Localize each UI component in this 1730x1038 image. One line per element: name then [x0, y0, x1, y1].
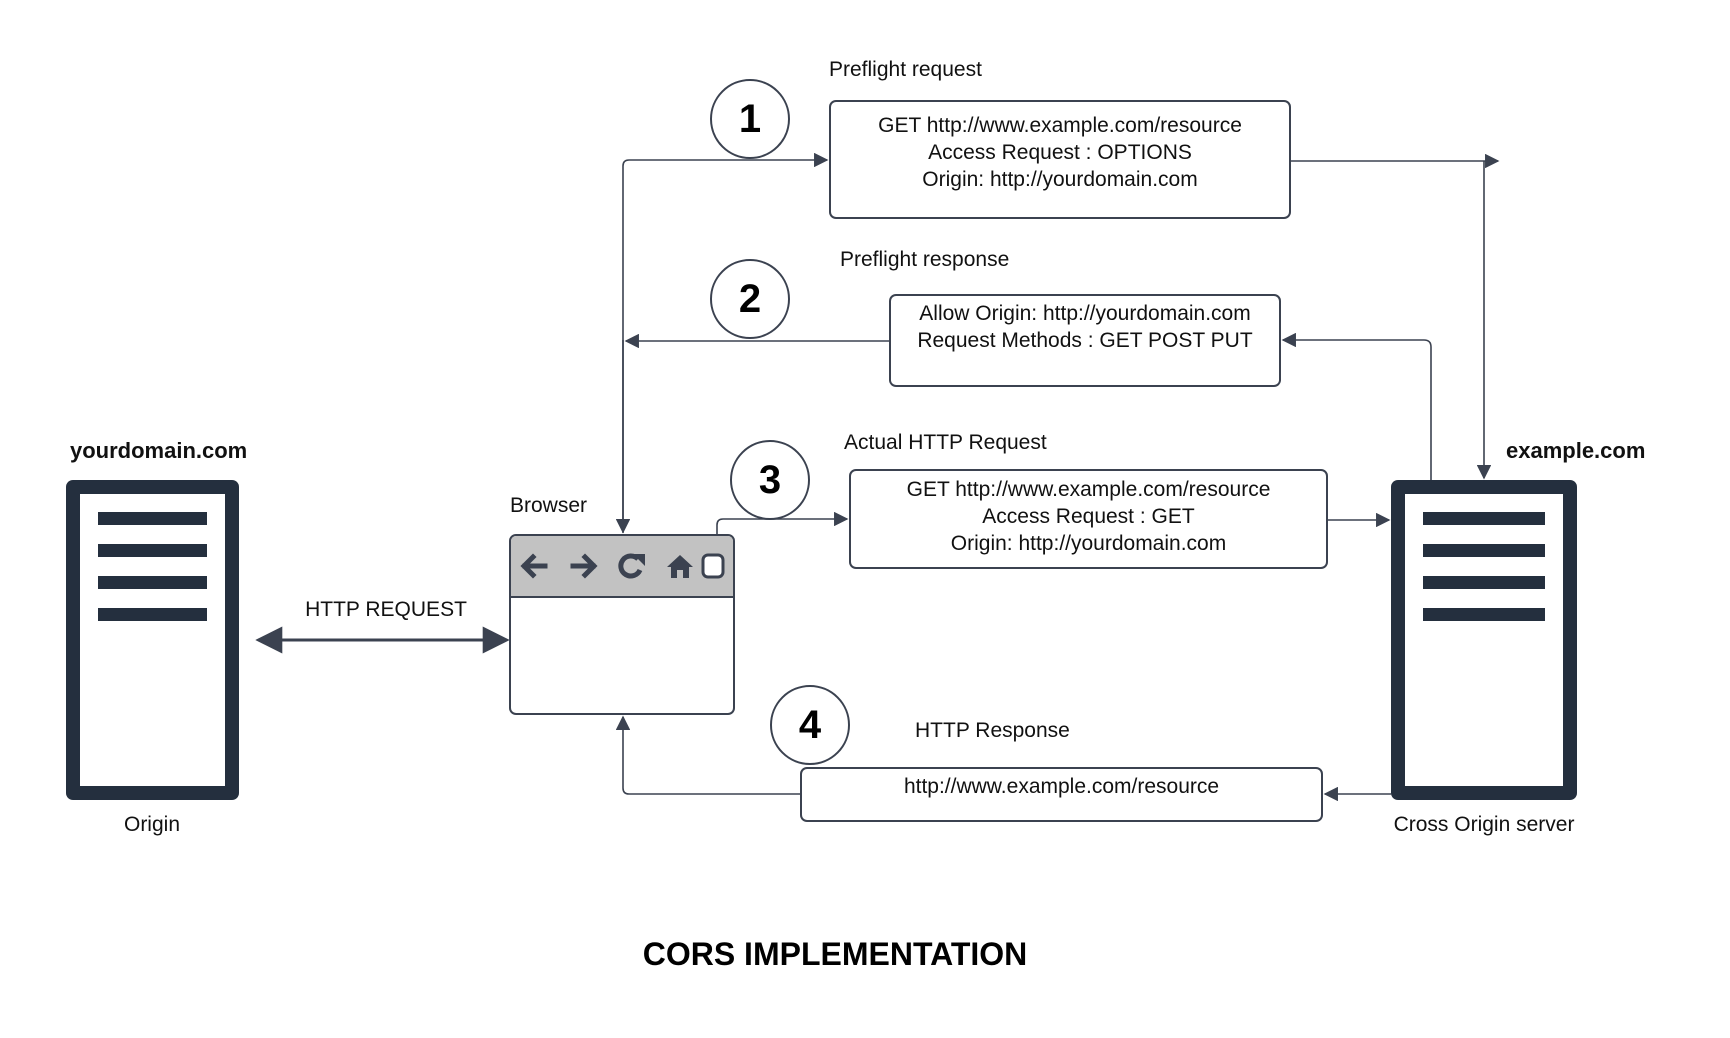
home-icon	[667, 555, 693, 578]
step-1-badge: 1	[710, 79, 790, 159]
http-response-line: http://www.example.com/resource	[903, 775, 1220, 798]
origin-server-icon	[66, 480, 239, 800]
preflight-request-box: GET http://www.example.com/resource Acce…	[829, 100, 1291, 219]
http-response-box: http://www.example.com/resource	[800, 767, 1323, 822]
http-response-arrow	[615, 715, 801, 795]
browser-window	[509, 534, 735, 715]
actual-request-arrow	[716, 511, 849, 534]
step-2-badge: 2	[710, 259, 790, 339]
step-3-heading: Actual HTTP Request	[844, 431, 1047, 454]
cross-origin-domain-label: example.com	[1506, 438, 1646, 463]
origin-domain-label: yourdomain.com	[70, 438, 248, 463]
step-3-badge: 3	[730, 440, 810, 520]
browser-toolbar	[511, 536, 733, 598]
origin-label: Origin	[123, 813, 181, 836]
back-arrow-icon	[520, 553, 548, 579]
preflight-request-line: Access Request : OPTIONS	[928, 141, 1192, 164]
preflight-request-line: GET http://www.example.com/resource	[878, 114, 1242, 137]
actual-request-box: GET http://www.example.com/resource Acce…	[849, 469, 1328, 569]
actual-request-line: Origin: http://yourdomain.com	[950, 532, 1227, 555]
reload-icon	[618, 553, 645, 579]
step-4-badge: 4	[770, 685, 850, 765]
http-request-label: HTTP REQUEST	[305, 598, 467, 621]
preflight-response-line: Request Methods : GET POST PUT	[917, 329, 1253, 352]
preflight-request-line: Origin: http://yourdomain.com	[922, 168, 1198, 191]
step-2-heading: Preflight response	[840, 248, 1010, 271]
diagram-title: CORS IMPLEMENTATION	[642, 936, 1028, 972]
preflight-response-box: Allow Origin: http://yourdomain.com Requ…	[889, 294, 1281, 387]
step-1-heading: Preflight request	[829, 58, 982, 81]
actual-request-line: GET http://www.example.com/resource	[906, 478, 1271, 501]
cross-origin-label: Cross Origin server	[1393, 813, 1575, 836]
preflight-response-server-arrow	[1281, 332, 1432, 480]
browser-label: Browser	[510, 494, 588, 517]
forward-arrow-icon	[570, 553, 598, 579]
tab-square-icon	[701, 553, 725, 579]
cross-origin-server-icon	[1391, 480, 1577, 800]
step-4-heading: HTTP Response	[915, 719, 1070, 742]
actual-request-line: Access Request : GET	[982, 505, 1195, 528]
preflight-request-arrow	[622, 152, 829, 533]
preflight-response-line: Allow Origin: http://yourdomain.com	[919, 302, 1251, 325]
